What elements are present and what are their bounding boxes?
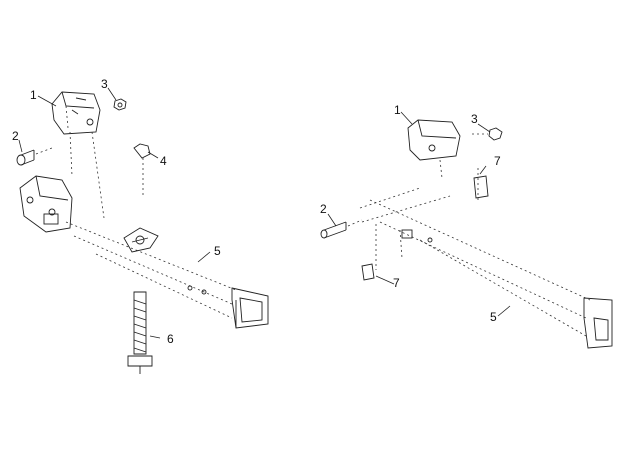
callout-right-hinge-bracket: 1 [394,103,401,117]
right-support-top [473,168,489,200]
right-hinge-bracket [407,119,461,179]
left-jack-screw [127,291,153,374]
right-nut [472,127,503,141]
left-pin [16,147,53,166]
left-nut [113,98,127,111]
callout-right-pin: 2 [320,202,327,216]
right-view [320,119,613,349]
left-bearing-block [123,227,159,253]
leader-lines [18,87,511,339]
right-drawbar-tube [359,187,613,349]
left-view [16,91,269,374]
callout-left-pin: 2 [12,129,19,143]
callout-right-nut: 3 [471,112,478,126]
left-clip [133,143,151,196]
callout-left-jack-screw: 6 [167,332,174,346]
callout-left-drawbar-tube: 5 [214,244,221,258]
callout-left-nut: 3 [101,77,108,91]
right-support-bottom [361,263,375,281]
left-hinge-bracket [51,91,101,135]
left-drawbar-tube [65,221,269,329]
callout-right-support-top: 7 [494,154,501,168]
callout-left-hinge-bracket: 1 [30,88,37,102]
right-pin [320,219,363,239]
callout-left-clip: 4 [160,154,167,168]
left-side-plate [19,175,73,233]
callout-right-drawbar-tube: 5 [490,310,497,324]
callout-right-support-bottom: 7 [393,276,400,290]
